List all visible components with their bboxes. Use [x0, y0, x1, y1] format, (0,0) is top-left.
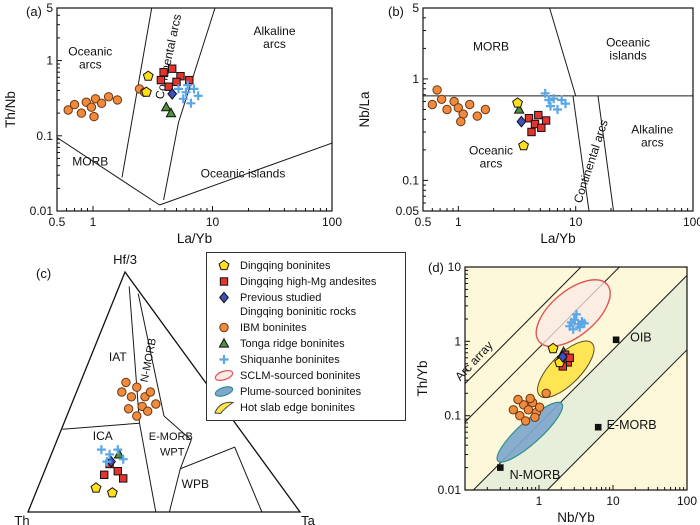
svg-text:E-MORB: E-MORB [149, 431, 193, 443]
panel-b-letter: (b) [388, 4, 404, 19]
panel-a-letter: (a) [26, 4, 42, 19]
svg-text:0.01: 0.01 [438, 483, 462, 497]
legend-swatch-plume-icon [214, 386, 234, 397]
legend-item: Plume-sourced boninites [212, 384, 400, 399]
svg-text:Ta: Ta [301, 513, 316, 525]
svg-text:WPB: WPB [182, 477, 209, 491]
svg-text:Th/Yb: Th/Yb [415, 360, 430, 396]
svg-text:0.1: 0.1 [402, 173, 419, 187]
svg-text:N-MORB: N-MORB [510, 468, 561, 482]
legend-swatch-plus-icon [219, 355, 229, 364]
svg-text:MORB: MORB [72, 155, 108, 169]
svg-text:1: 1 [454, 334, 461, 348]
svg-text:10: 10 [569, 215, 583, 229]
svg-text:IAT: IAT [109, 350, 127, 364]
legend-item: Dingqing boninites [212, 258, 400, 273]
legend-item: IBM boninites [212, 320, 400, 335]
svg-text:La/Yb: La/Yb [177, 231, 212, 246]
svg-text:10: 10 [448, 260, 462, 274]
svg-text:0.1: 0.1 [444, 409, 461, 423]
svg-text:0.5: 0.5 [49, 215, 66, 229]
legend-label: SCLM-sourced boninites [240, 370, 361, 382]
legend-label: IBM boninites [240, 322, 307, 334]
svg-text:ICA: ICA [93, 429, 113, 443]
svg-text:5: 5 [412, 1, 419, 15]
svg-text:100: 100 [683, 215, 700, 229]
legend-item: Dingqing high-Mg andesites [212, 274, 400, 289]
legend-label: Dingqing high-Mg andesites [240, 276, 377, 288]
legend-item: Tonga ridge boninites [212, 336, 400, 351]
svg-text:5: 5 [46, 1, 53, 15]
svg-text:100: 100 [677, 494, 697, 508]
svg-text:1: 1 [46, 54, 53, 68]
svg-text:Th: Th [14, 513, 29, 525]
svg-text:MORB: MORB [473, 40, 509, 54]
legend-swatch-diamond-icon [219, 291, 229, 304]
svg-text:1: 1 [455, 215, 462, 229]
legend-label: Tonga ridge boninites [240, 338, 345, 350]
svg-text:Nb/Yb: Nb/Yb [557, 510, 595, 525]
svg-text:Oceanic islands: Oceanic islands [201, 166, 286, 180]
svg-text:Hf/3: Hf/3 [113, 252, 137, 267]
legend-item: Shiquanhe boninites [212, 352, 400, 367]
svg-text:E-MORB: E-MORB [607, 418, 657, 432]
legend-label: Shiquanhe boninites [240, 354, 340, 366]
svg-text:100: 100 [322, 215, 342, 229]
svg-text:Th/Nb: Th/Nb [3, 91, 18, 128]
svg-text:Continental arcs: Continental arcs [571, 118, 611, 205]
legend-swatch-triangle-icon [218, 337, 230, 348]
svg-text:WPT: WPT [160, 447, 185, 459]
legend-swatch-hotslab-icon [214, 401, 235, 415]
svg-text:0.01: 0.01 [30, 204, 54, 218]
legend-label: Hot slab edge boninites [240, 402, 355, 414]
legend-swatch-square-icon [219, 277, 229, 286]
legend-item: Hot slab edge boninites [212, 400, 400, 415]
svg-text:1: 1 [412, 72, 419, 86]
svg-text:10: 10 [206, 215, 220, 229]
svg-text:OIB: OIB [630, 330, 652, 344]
svg-text:0.5: 0.5 [415, 215, 432, 229]
svg-text:0.1: 0.1 [36, 129, 53, 143]
legend-swatch-sclm-icon [214, 370, 234, 381]
legend-label: Plume-sourced boninites [240, 386, 362, 398]
legend-item: SCLM-sourced boninites [212, 368, 400, 383]
svg-text:0.05: 0.05 [396, 204, 420, 218]
panel-d-letter: (d) [428, 260, 444, 275]
svg-text:La/Yb: La/Yb [540, 231, 575, 246]
legend-swatch-circle-icon [219, 322, 229, 333]
svg-text:1: 1 [90, 215, 97, 229]
legend-swatch-pentagon-icon [218, 259, 230, 271]
svg-text:10: 10 [606, 494, 620, 508]
svg-text:1: 1 [536, 494, 543, 508]
svg-text:Nb/La: Nb/La [357, 91, 372, 128]
panel-c-letter: (c) [36, 266, 52, 281]
legend-label: Dingqing boninites [240, 260, 331, 272]
